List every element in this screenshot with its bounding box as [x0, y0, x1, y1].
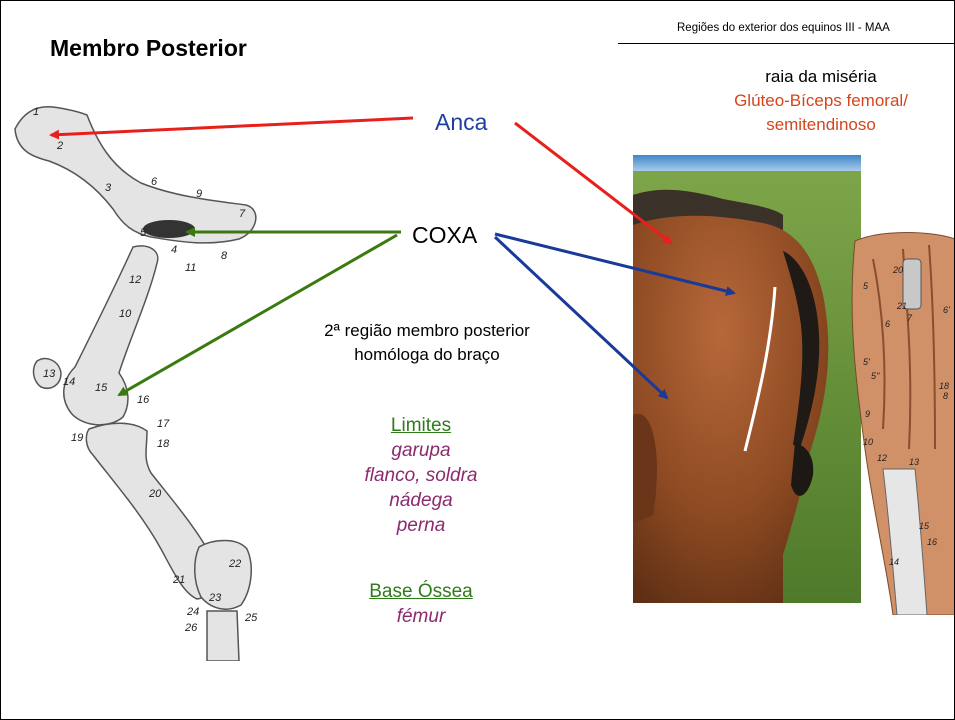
muscle-number: 6' — [943, 305, 950, 315]
muscle-number: 21 — [896, 301, 907, 311]
limit-item: garupa — [391, 440, 451, 461]
bone-number: 17 — [157, 418, 170, 430]
muscle-number: 16 — [927, 537, 937, 547]
coxa-label: COXA — [412, 222, 478, 248]
header-text: Regiões do exterior dos equinos III - MA… — [677, 22, 890, 34]
bone-number: 2 — [56, 140, 63, 152]
muscle-number: 14 — [889, 557, 899, 567]
heading-line: semitendinoso — [766, 115, 876, 134]
muscle-number: 5' — [863, 357, 870, 367]
muscle-number: 5 — [863, 281, 869, 291]
limit-item: nádega — [389, 490, 453, 511]
muscle-number: 7 — [907, 313, 913, 323]
header-rule — [618, 43, 954, 44]
bone-number: 25 — [244, 612, 258, 624]
base-heading: Base Óssea — [369, 581, 473, 602]
muscle-number: 15 — [919, 521, 930, 531]
muscle-number: 10 — [863, 437, 873, 447]
limit-item: flanco, soldra — [364, 465, 478, 486]
heading-line: Glúteo-Bíceps femoral/ — [734, 91, 908, 110]
bone-number: 26 — [184, 622, 198, 634]
region-description: 2ª região membro posterior homóloga do b… — [287, 319, 567, 367]
bone-number: 16 — [137, 394, 150, 406]
bone-number: 19 — [71, 432, 83, 444]
bone-number: 23 — [208, 592, 222, 604]
bone-number: 7 — [239, 208, 246, 220]
muscle-illustration: 20 21 5 6 7 6' 5' 5'' 8 9 10 12 13 14 15… — [851, 232, 954, 615]
slide-title: Membro Posterior — [50, 35, 247, 61]
anca-label: Anca — [435, 109, 488, 135]
base-item: fémur — [396, 606, 446, 627]
limits-heading: Limites — [390, 415, 452, 436]
bone-number: 3 — [105, 182, 112, 194]
bone-number: 5 — [140, 227, 147, 239]
horse-photo — [633, 155, 861, 603]
muscle-number: 12 — [877, 453, 887, 463]
muscle-number: 9 — [865, 409, 870, 419]
bone-number: 11 — [185, 262, 196, 274]
bone-number: 9 — [196, 188, 202, 200]
bone-number: 4 — [171, 244, 177, 256]
base-ossea-block: Base Óssea fémur — [321, 579, 521, 629]
bone-number: 6 — [151, 176, 158, 188]
muscle-number: 20 — [892, 265, 903, 275]
muscle-number: 8 — [943, 391, 948, 401]
muscle-number: 6 — [885, 319, 890, 329]
muscle-number: 13 — [909, 457, 919, 467]
bone-number: 20 — [148, 488, 162, 500]
bone-number: 1 — [33, 106, 39, 118]
bone-number: 14 — [63, 376, 75, 388]
bone-number: 22 — [228, 558, 241, 570]
bone-number: 8 — [221, 250, 228, 262]
hind-limb-skeleton-illustration: 1 2 3 6 9 7 5 4 8 11 12 10 13 14 15 16 1… — [14, 105, 258, 661]
bone-number: 15 — [95, 382, 108, 394]
bone-number: 13 — [43, 368, 56, 380]
muscle-heading: raia da miséria Glúteo-Bíceps femoral/ s… — [701, 65, 941, 137]
bone-number: 24 — [186, 606, 199, 618]
limit-item: perna — [396, 515, 446, 536]
description-line: homóloga do braço — [354, 345, 500, 364]
bone-number: 18 — [157, 438, 170, 450]
limits-block: Limites garupa flanco, soldra nádega per… — [321, 413, 521, 538]
description-line: 2ª região membro posterior — [324, 321, 530, 340]
bone-number: 12 — [129, 274, 141, 286]
bone-number: 10 — [119, 308, 132, 320]
bone-number: 21 — [172, 574, 185, 586]
muscle-number: 5'' — [871, 371, 880, 381]
muscle-number: 18 — [939, 381, 949, 391]
heading-line: raia da miséria — [765, 67, 877, 86]
